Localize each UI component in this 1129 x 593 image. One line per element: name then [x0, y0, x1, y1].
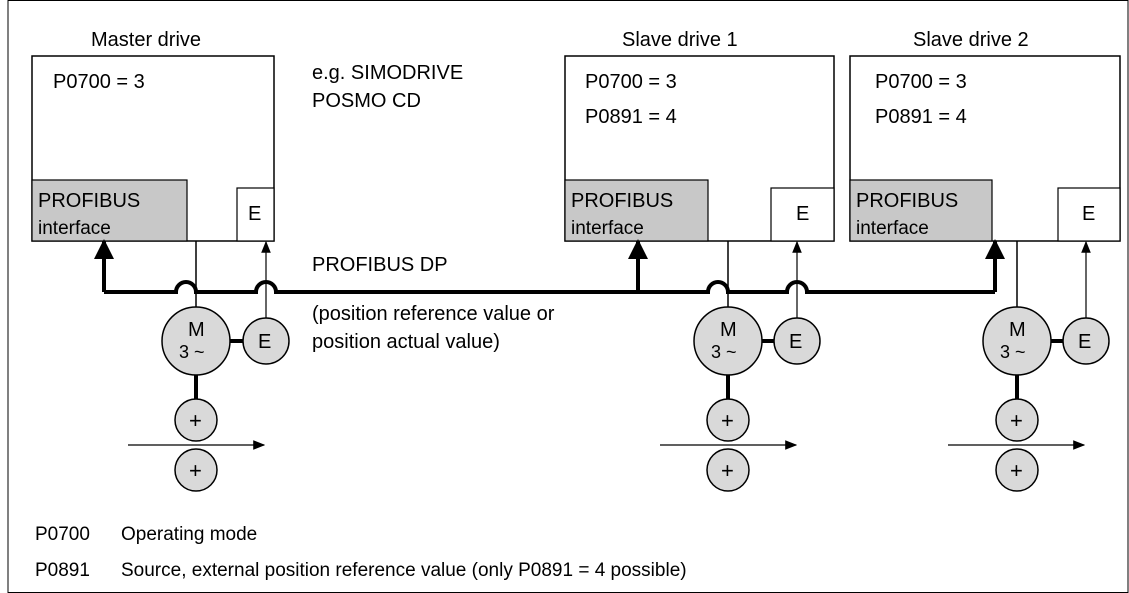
slave2-roller-top	[995, 398, 1039, 442]
master-drive-title: Master drive	[91, 29, 201, 51]
master-roller-top	[174, 398, 218, 442]
master-motor-phase: 3 ~	[179, 342, 205, 362]
slave2-title: Slave drive 2	[913, 29, 1029, 51]
legend-text-p0700: Operating mode	[121, 524, 257, 545]
slave2-param-p0700: P0700 = 3	[875, 71, 967, 93]
slave1-motor-encoder-circle	[773, 317, 821, 365]
slave1-interface-label-2: interface	[571, 218, 644, 239]
master-roller-bottom	[174, 448, 218, 492]
master-motor-assembly: M 3 ~ E + +	[128, 240, 290, 492]
slave1-roller-top	[706, 398, 750, 442]
master-param-p0700: P0700 = 3	[53, 71, 145, 93]
slave1-encoder-box-label: E	[796, 203, 809, 225]
slave2-encoder-box-label: E	[1082, 203, 1095, 225]
slave1-motor-m: M	[720, 319, 737, 341]
example-note-line-1: e.g. SIMODRIVE	[312, 62, 463, 84]
master-encoder-box	[236, 187, 275, 242]
master-encoder-box-label: E	[248, 203, 261, 225]
slave1-motor-phase: 3 ~	[711, 342, 737, 362]
slave2-roller-bottom-symbol: +	[1010, 458, 1023, 483]
master-profibus-interface	[31, 179, 188, 242]
slave1-encoder-box	[770, 187, 835, 242]
slave-drive-1: Slave drive 1 P0700 = 3 P0891 = 4 PROFIB…	[564, 29, 835, 242]
slave1-roller-bottom-symbol: +	[721, 458, 734, 483]
legend-text-p0891: Source, external position reference valu…	[121, 560, 687, 581]
profibus-bus-line	[104, 280, 995, 294]
slave1-interface-label-1: PROFIBUS	[571, 190, 673, 212]
master-interface-label-2: interface	[38, 218, 111, 239]
legend-code-p0700: P0700	[35, 524, 90, 545]
slave2-roller-bottom	[995, 448, 1039, 492]
slave2-motor-circle	[982, 306, 1052, 376]
slave2-interface-label-2: interface	[856, 218, 929, 239]
legend: P0700 Operating mode P0891 Source, exter…	[35, 524, 687, 581]
slave1-title: Slave drive 1	[622, 29, 738, 51]
bus-note-line-2: position actual value)	[312, 331, 500, 353]
slave2-motor-encoder-label: E	[1078, 331, 1091, 353]
slave2-profibus-interface	[849, 179, 993, 242]
slave1-motor-circle	[693, 306, 763, 376]
slave2-interface-label-1: PROFIBUS	[856, 190, 958, 212]
slave1-param-p0891: P0891 = 4	[585, 106, 677, 128]
master-drive: Master drive P0700 = 3 PROFIBUS interfac…	[31, 29, 275, 242]
slave2-motor-assembly: M 3 ~ E + +	[948, 240, 1110, 492]
legend-code-p0891: P0891	[35, 560, 90, 581]
slave2-motor-phase: 3 ~	[1000, 342, 1026, 362]
bus-label: PROFIBUS DP	[312, 254, 448, 276]
master-roller-bottom-symbol: +	[189, 458, 202, 483]
slave1-roller-top-symbol: +	[721, 408, 734, 433]
example-note-line-2: POSMO CD	[312, 90, 421, 112]
master-motor-circle	[161, 306, 231, 376]
master-motor-encoder-label: E	[258, 331, 271, 353]
slave1-motor-encoder-label: E	[789, 331, 802, 353]
master-roller-top-symbol: +	[189, 408, 202, 433]
master-motor-encoder-circle	[242, 317, 290, 365]
slave1-motor-assembly: M 3 ~ E + +	[660, 240, 821, 492]
slave1-roller-bottom	[706, 448, 750, 492]
master-interface-label-1: PROFIBUS	[38, 190, 140, 212]
slave2-motor-m: M	[1009, 319, 1026, 341]
slave2-param-p0891: P0891 = 4	[875, 106, 967, 128]
slave1-param-p0700: P0700 = 3	[585, 71, 677, 93]
slave2-motor-encoder-circle	[1062, 317, 1110, 365]
slave-drive-2: Slave drive 2 P0700 = 3 P0891 = 4 PROFIB…	[849, 29, 1121, 242]
master-motor-m: M	[188, 319, 205, 341]
bus-note-line-1: (position reference value or	[312, 303, 555, 325]
slave2-encoder-box	[1057, 187, 1121, 242]
slave2-roller-top-symbol: +	[1010, 408, 1023, 433]
